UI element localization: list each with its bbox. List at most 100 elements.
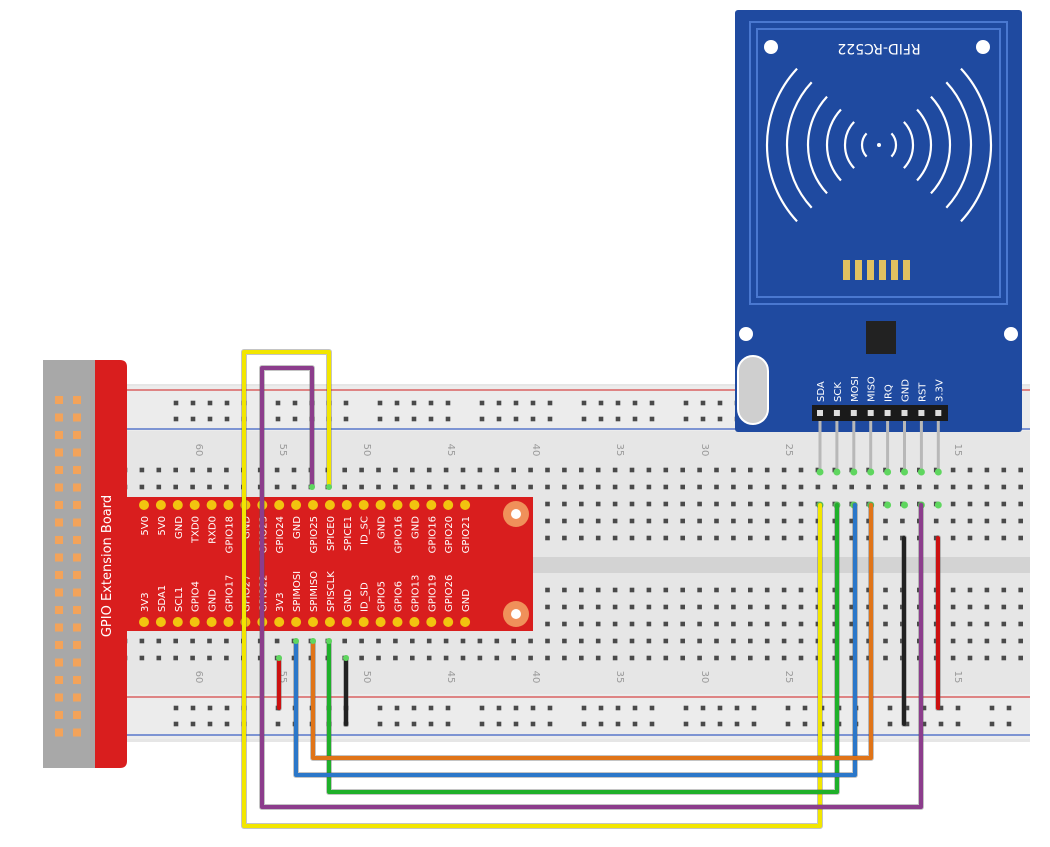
breadboard-hole xyxy=(950,467,956,473)
breadboard-hole xyxy=(342,484,347,490)
breadboard-hole xyxy=(1018,604,1023,610)
breadboard-hole xyxy=(393,638,398,644)
rail-hole xyxy=(547,416,553,422)
breadboard-hole xyxy=(426,467,432,473)
rail-hole xyxy=(632,416,638,422)
gpio-header-pin xyxy=(189,500,200,510)
rfid-header-pin xyxy=(867,410,874,416)
rail-hole xyxy=(547,721,553,727)
rail-hole xyxy=(615,721,621,727)
rail-hole xyxy=(989,705,995,711)
breadboard-hole xyxy=(1018,587,1023,593)
breadboard-hole xyxy=(1018,655,1023,661)
breadboard-hole xyxy=(832,518,838,524)
breadboard-hole xyxy=(663,621,669,627)
gpio-pin-label: GND xyxy=(461,589,472,612)
orange-miso-wire xyxy=(311,503,873,760)
breadboard-hole xyxy=(832,587,838,593)
breadboard-hole xyxy=(748,604,753,610)
breadboard-hole xyxy=(849,604,854,610)
breadboard-hole xyxy=(967,518,973,524)
rail-hole xyxy=(513,416,519,422)
rfid-header-pin xyxy=(935,410,942,416)
breadboard-hole xyxy=(646,587,652,593)
connection-marker xyxy=(276,655,282,661)
breadboard-hole xyxy=(798,621,804,627)
rfid-pad xyxy=(867,260,874,280)
breadboard-hole xyxy=(545,535,550,541)
connector-pin xyxy=(55,413,63,422)
breadboard-hole xyxy=(950,638,956,644)
breadboard-hole xyxy=(207,655,212,661)
breadboard-hole xyxy=(967,655,973,661)
connection-marker xyxy=(934,468,942,476)
connector-pin xyxy=(73,483,81,492)
column-number-top: 45 xyxy=(445,444,456,457)
connection-marker xyxy=(901,501,908,509)
breadboard-hole xyxy=(545,604,550,610)
rail-hole xyxy=(734,721,740,727)
breadboard-hole xyxy=(697,501,702,507)
rail-hole xyxy=(955,705,961,711)
breadboard-hole xyxy=(950,621,956,627)
breadboard-hole xyxy=(595,501,601,507)
connector-pin xyxy=(55,728,63,737)
rail-hole xyxy=(632,705,638,711)
rfid-header-pin xyxy=(833,410,840,416)
connector-pin xyxy=(55,536,63,544)
breadboard-hole xyxy=(595,484,601,490)
rail-hole xyxy=(173,721,179,727)
breadboard-hole xyxy=(950,604,956,610)
breadboard-hole xyxy=(173,467,178,473)
rail-hole xyxy=(921,705,927,711)
breadboard-hole xyxy=(528,484,533,490)
breadboard-hole xyxy=(883,587,888,593)
rail-hole xyxy=(479,400,485,406)
breadboard-hole xyxy=(984,638,990,644)
gpio-pin-label: GND xyxy=(377,516,388,539)
rail-hole xyxy=(428,400,434,406)
breadboard-hole xyxy=(866,518,871,524)
breadboard-hole xyxy=(579,535,584,541)
breadboard-hole xyxy=(832,638,838,644)
rail-hole xyxy=(598,400,604,406)
connector-pin xyxy=(55,571,63,579)
breadboard-hole xyxy=(224,655,229,661)
breadboard-hole xyxy=(477,484,483,490)
breadboard-hole xyxy=(646,501,652,507)
breadboard-hole xyxy=(815,655,821,661)
breadboard-hole xyxy=(612,638,618,644)
breadboard-hole xyxy=(1018,484,1023,490)
rail-hole xyxy=(428,721,434,727)
rfid-wave-arc xyxy=(930,95,952,195)
breadboard-hole xyxy=(562,501,567,507)
breadboard-hole xyxy=(815,604,821,610)
gpio-pin-label: GPIO6 xyxy=(394,581,405,612)
breadboard-hole xyxy=(579,484,584,490)
column-number-bottom: 40 xyxy=(530,671,541,684)
breadboard-hole xyxy=(714,655,719,661)
breadboard-hole xyxy=(156,638,162,644)
rail-hole xyxy=(700,705,706,711)
rail-hole xyxy=(394,416,400,422)
gpio-pin-label: SDA1 xyxy=(157,585,168,612)
rail-hole xyxy=(581,721,587,727)
gpio-pin-label: GPIO24 xyxy=(275,516,286,553)
breadboard-hole xyxy=(883,655,888,661)
breadboard-hole xyxy=(781,467,787,473)
gpio-header-pin xyxy=(155,617,166,627)
rail-hole xyxy=(581,705,587,711)
rfid-wave-arc xyxy=(806,95,828,195)
breadboard-hole xyxy=(798,655,804,661)
breadboard-hole xyxy=(579,501,584,507)
rail-hole xyxy=(683,416,689,422)
gpio-pin-label: GPIO27 xyxy=(241,575,252,612)
rail-hole xyxy=(224,705,230,711)
rail-hole xyxy=(292,416,298,422)
rail-hole xyxy=(207,416,213,422)
breadboard-hole xyxy=(139,467,145,473)
ribbon-connector xyxy=(43,360,99,768)
rfid-pin-label: MISO xyxy=(867,376,878,402)
breadboard-hole xyxy=(731,621,736,627)
gpio-pin-label: 3V3 xyxy=(275,592,286,612)
